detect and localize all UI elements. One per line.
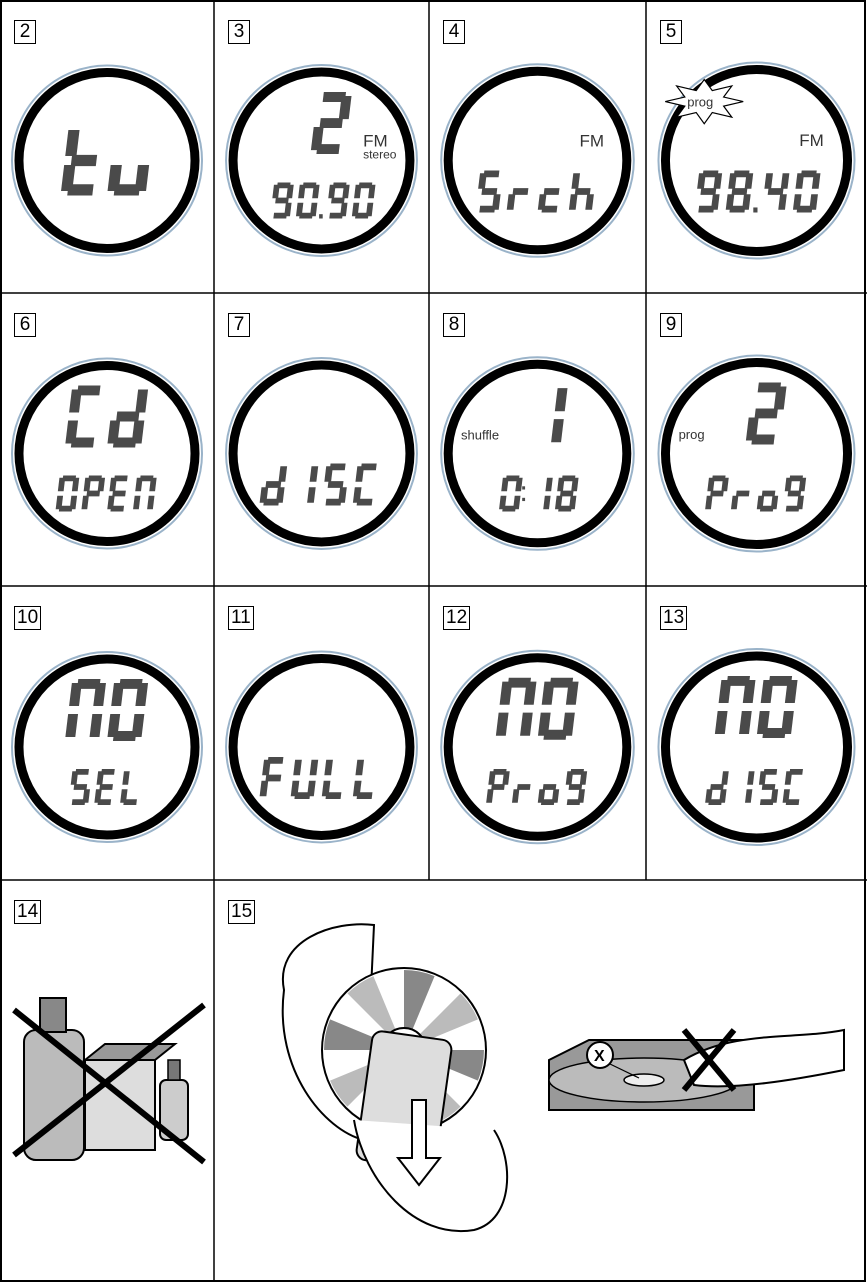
mode-indicator: shuffle bbox=[461, 428, 499, 443]
display-panel-12: 12 bbox=[429, 586, 646, 880]
display-panel-7: 7 bbox=[214, 293, 429, 586]
figure-number: 12 bbox=[443, 606, 470, 630]
illustration: X bbox=[214, 880, 867, 1282]
lcd-bezel bbox=[19, 365, 195, 541]
display-panel-9: prog 9 bbox=[646, 293, 867, 586]
mode-indicator: prog bbox=[679, 427, 705, 442]
disc-handling-illustration bbox=[283, 924, 507, 1231]
figure-number: 3 bbox=[228, 20, 250, 44]
illustration-panel-14: 14 bbox=[0, 880, 214, 1282]
lcd-display bbox=[214, 586, 429, 880]
lcd-bezel bbox=[19, 659, 195, 835]
figure-number: 10 bbox=[14, 606, 41, 630]
lcd-bezel bbox=[448, 364, 627, 543]
cleaner-bottles-crossed-out bbox=[14, 998, 204, 1162]
x-marker: X bbox=[594, 1048, 605, 1065]
flash-label: prog bbox=[687, 95, 713, 110]
lcd-bezel bbox=[19, 72, 195, 248]
illustration bbox=[0, 880, 214, 1282]
segment-line-2-sep bbox=[319, 214, 323, 218]
lcd-bezel bbox=[448, 71, 627, 250]
figure-number: 4 bbox=[443, 20, 465, 44]
figure-number: 11 bbox=[228, 606, 254, 630]
lcd-bezel bbox=[665, 656, 847, 838]
figure-number: 7 bbox=[228, 313, 250, 337]
figure-number: 6 bbox=[14, 313, 36, 337]
display-panel-10: 10 bbox=[0, 586, 214, 880]
display-panel-2: 2 bbox=[0, 0, 214, 293]
display-panel-5: FM prog 5 bbox=[646, 0, 867, 293]
display-panel-8: shuffle 8 bbox=[429, 293, 646, 586]
lcd-bezel bbox=[233, 659, 410, 836]
band-indicator: FM bbox=[579, 132, 604, 151]
display-panel-4: FM 4 bbox=[429, 0, 646, 293]
figure-number: 13 bbox=[660, 606, 687, 630]
figure-number: 2 bbox=[14, 20, 36, 44]
display-panel-11: 11 bbox=[214, 586, 429, 880]
lcd-bezel bbox=[665, 362, 847, 544]
display-panel-13: 13 bbox=[646, 586, 867, 880]
figure-number: 8 bbox=[443, 313, 465, 337]
band-indicator: FM bbox=[799, 131, 824, 150]
disc-tray-illustration: X bbox=[549, 1030, 844, 1110]
lcd-bezel bbox=[448, 658, 627, 837]
lcd-display bbox=[646, 586, 867, 880]
mode-indicator: stereo bbox=[363, 148, 397, 162]
lcd-bezel bbox=[233, 365, 410, 542]
figure-number: 9 bbox=[660, 313, 682, 337]
display-panel-6: 6 bbox=[0, 293, 214, 586]
lcd-display bbox=[0, 586, 214, 880]
segment-line-1-sep bbox=[753, 207, 757, 212]
figure-number: 5 bbox=[660, 20, 682, 44]
lcd-display bbox=[429, 586, 646, 880]
